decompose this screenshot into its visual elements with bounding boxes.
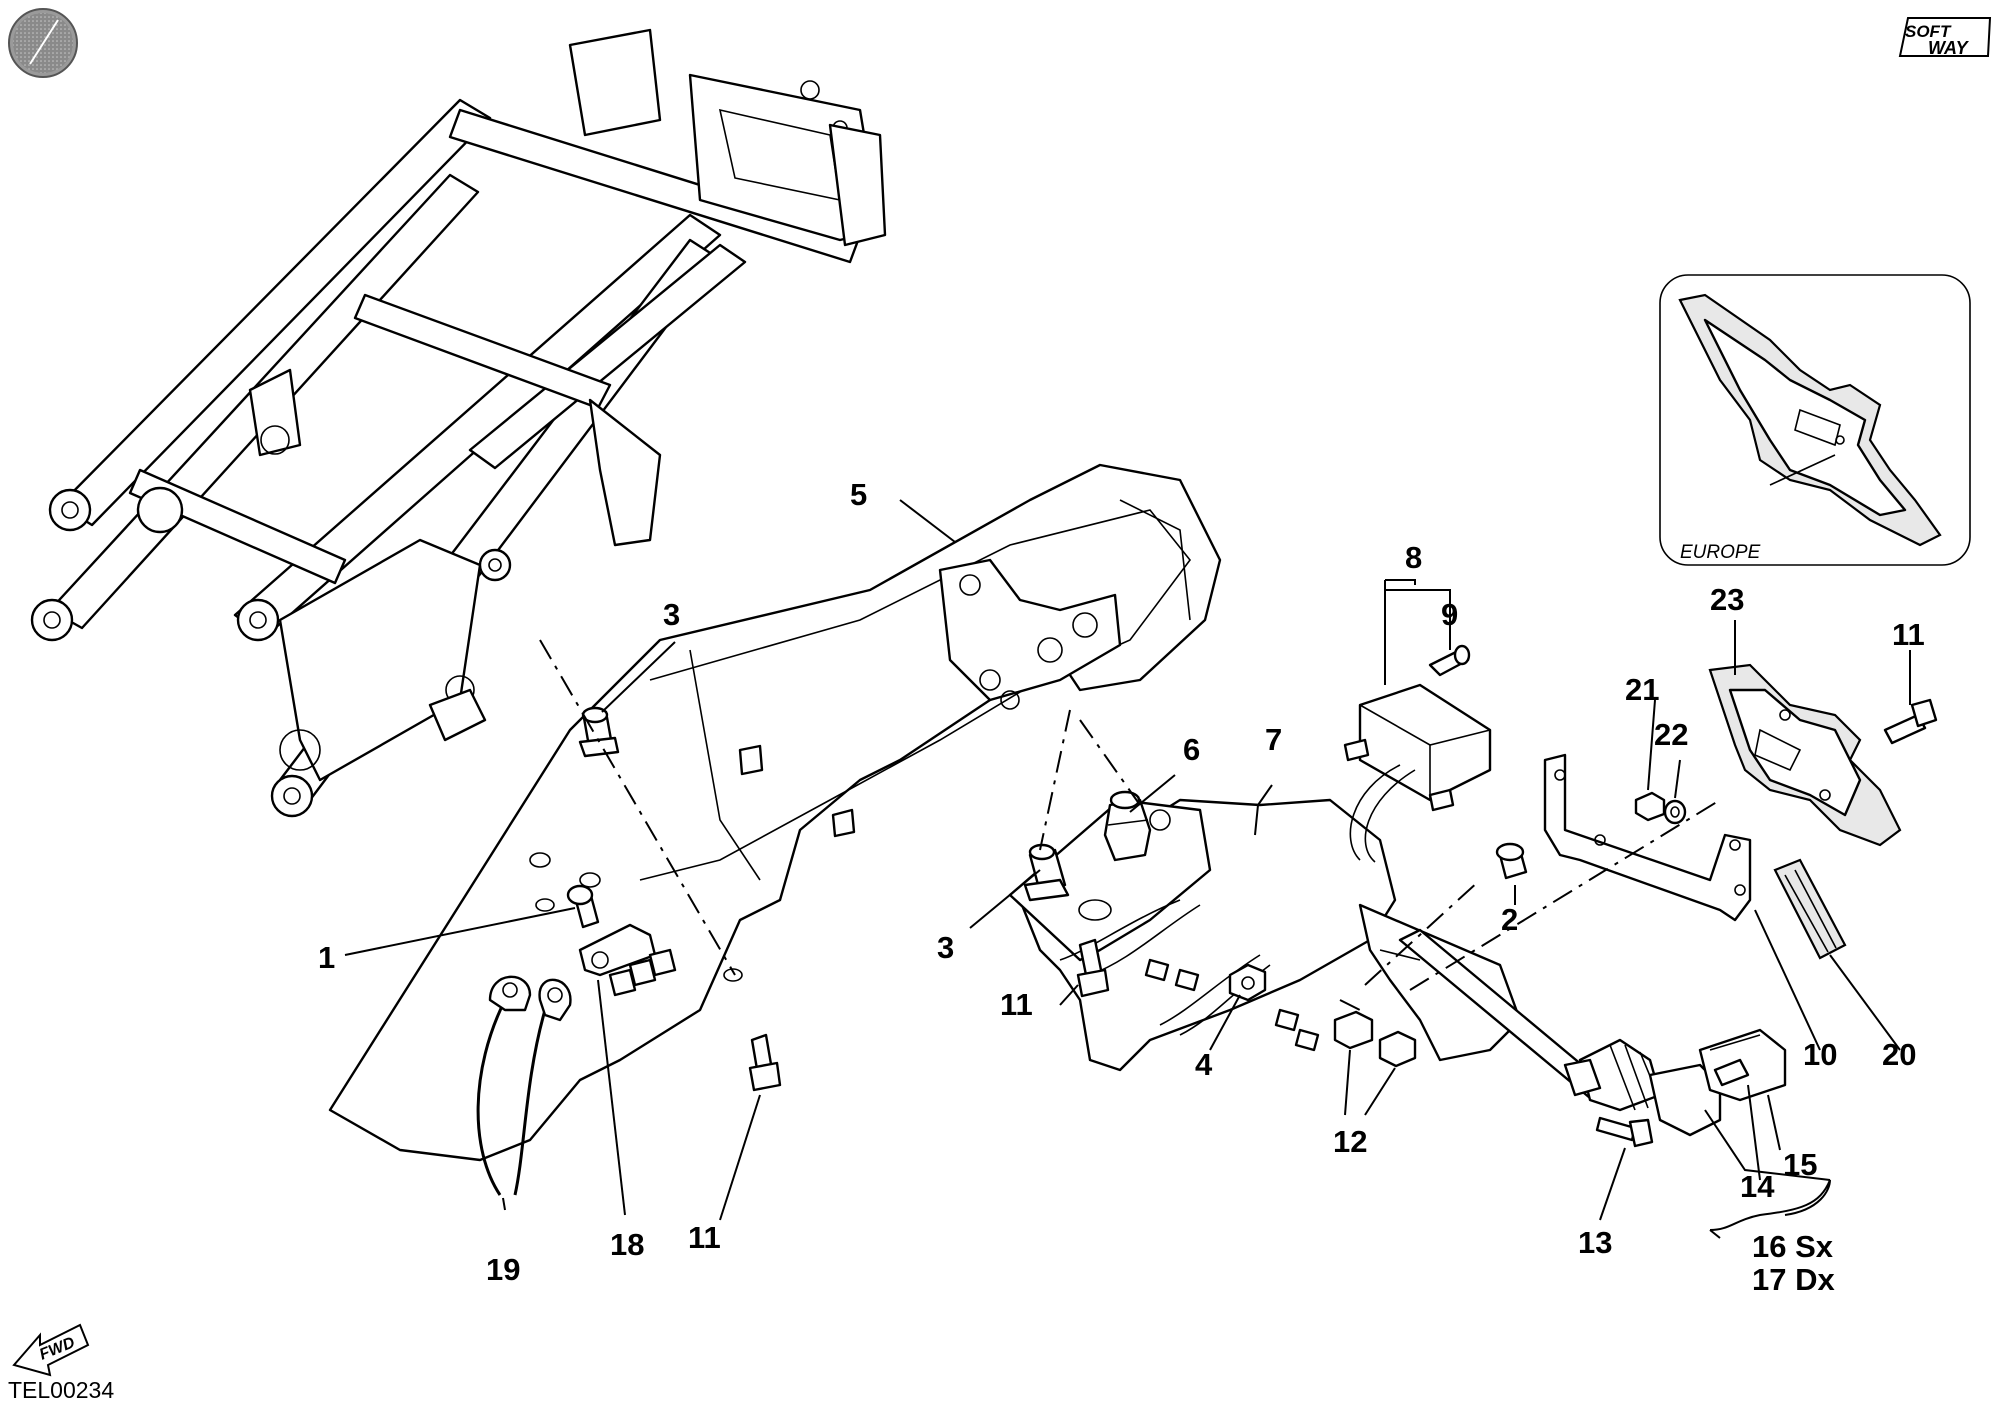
clamp-part-18: [578, 923, 677, 997]
callout-3b: 3: [937, 930, 954, 965]
callout-16: 16 Sx: [1752, 1229, 1834, 1264]
bush-part-3a: [578, 706, 620, 758]
assembly-lines: [539, 639, 1721, 1011]
callout-1: 1: [318, 940, 335, 975]
reflector-part-20: [1773, 858, 1847, 960]
rubber-mount-part-6: [1103, 790, 1152, 862]
callout-11c: 11: [1892, 617, 1925, 652]
grey-disc-icon: [8, 8, 78, 78]
screw-part-11b: [748, 1033, 782, 1092]
callout-20: 20: [1882, 1037, 1916, 1072]
callout-19: 19: [486, 1252, 520, 1287]
callout-7: 7: [1265, 722, 1282, 757]
plate-bracket-part-10: [1543, 753, 1752, 922]
softway-logo: SOFT WAY: [1898, 17, 1992, 58]
grommet-part-2: [1495, 842, 1528, 880]
tail-bracket-part-7: [1008, 798, 1522, 1072]
turn-signal-part-16-17: [1398, 928, 1722, 1137]
callout-10: 10: [1803, 1037, 1837, 1072]
drawing-code: TEL00234: [8, 1377, 114, 1403]
callout-21: 21: [1625, 672, 1659, 707]
plate-holder-part-23: [1708, 663, 1902, 847]
callout-11b: 11: [688, 1220, 721, 1255]
screw-part-11a: [1076, 938, 1110, 998]
callout-8: 8: [1405, 540, 1422, 575]
callout-9: 9: [1441, 597, 1458, 632]
callout-14: 14: [1740, 1169, 1775, 1204]
bush-part-12: [1333, 1010, 1417, 1068]
nut-part-4: [1228, 963, 1267, 1002]
fwd-arrow-icon: FWD: [12, 1323, 90, 1377]
callout-18: 18: [610, 1227, 644, 1262]
bulb-part-9: [1428, 644, 1471, 677]
bulb-part-14: [1713, 1058, 1750, 1087]
callout-12: 12: [1333, 1124, 1367, 1159]
callout-3a: 3: [663, 597, 680, 632]
logo-text-bottom: WAY: [1928, 38, 1970, 58]
wiring-harness: [1059, 899, 1320, 1052]
inset-europe: EUROPE: [1659, 274, 1971, 566]
callout-13: 13: [1578, 1225, 1612, 1260]
screw-part-11d: [1883, 698, 1938, 745]
logo-text-top: SOFT: [1905, 22, 1952, 41]
rear-subframe: [30, 28, 887, 818]
callout-4: 4: [1195, 1047, 1213, 1082]
ground-cable-part-19: [476, 975, 572, 1196]
leader-lines: [344, 499, 1911, 1221]
washer-part-22: [1663, 799, 1687, 825]
callout-15: 15: [1783, 1147, 1817, 1182]
callout-5: 5: [850, 477, 867, 512]
nut-part-21: [1634, 791, 1666, 822]
inset-label: EUROPE: [1680, 542, 1761, 563]
callout-17: 17 Dx: [1752, 1262, 1835, 1297]
callout-6: 6: [1183, 732, 1200, 767]
callout-23: 23: [1710, 582, 1744, 617]
bush-part-3b: [1023, 843, 1070, 902]
license-light-part-8: [1343, 683, 1492, 863]
callout-22: 22: [1654, 717, 1688, 752]
screw-part-1: [566, 884, 600, 929]
screw-part-13: [1595, 1116, 1654, 1148]
callout-11a: 11: [1000, 987, 1033, 1022]
callout-2: 2: [1501, 902, 1518, 937]
callout-labels: 1 2 3 3 4 5 6 7 8 9 10 11 11 11 12 13 14…: [318, 477, 1925, 1297]
brace-16-17: [1709, 1179, 1831, 1239]
